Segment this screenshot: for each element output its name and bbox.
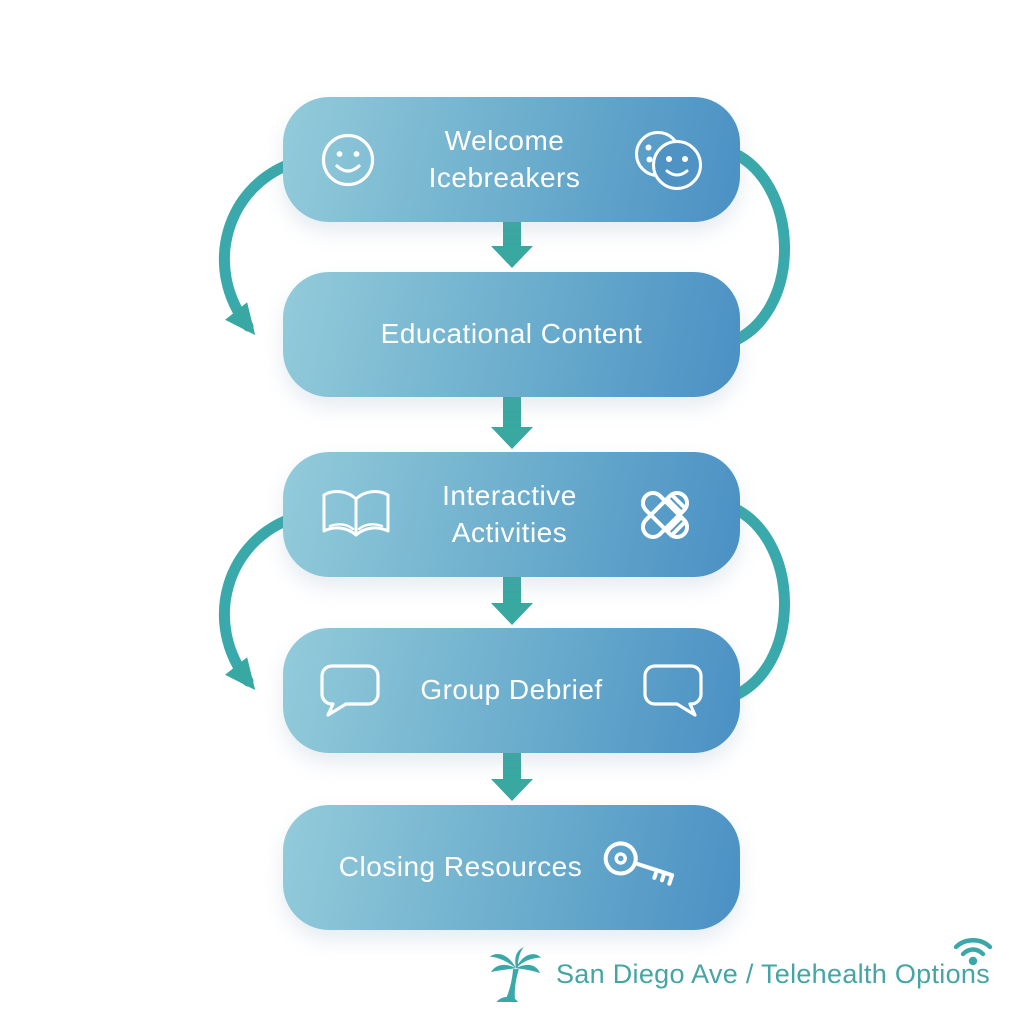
wifi-icon	[950, 931, 996, 972]
down-arrow-2	[491, 394, 533, 449]
step-label-line: Group Debrief	[420, 674, 603, 706]
loop-arc-right-2	[720, 499, 790, 705]
speech-bubble-right-icon	[642, 663, 704, 718]
down-arrow-3	[491, 574, 533, 625]
double-smiley-icon	[632, 127, 704, 193]
loop-arrow-left-2	[219, 511, 302, 691]
clasped-hands-icon	[626, 477, 704, 553]
key-icon	[598, 833, 684, 903]
step-label-line: Interactive	[442, 480, 577, 512]
step-label: Welcome Icebreakers	[377, 123, 632, 196]
step-label-line: Activities	[451, 516, 568, 548]
open-book-icon	[319, 486, 393, 544]
step-label-line: Welcome	[444, 125, 565, 157]
down-arrow-1	[491, 218, 533, 268]
step-welcome-icebreakers: Welcome Icebreakers	[283, 97, 740, 222]
step-label-line: Icebreakers	[428, 161, 581, 193]
smiley-icon	[319, 131, 377, 189]
footer-text: San Diego Ave / Telehealth Options	[556, 958, 990, 989]
step-label: Interactive Activities	[393, 478, 626, 551]
step-label: Closing Resources	[339, 849, 583, 885]
step-label-line: Educational Content	[380, 318, 643, 350]
step-group-debrief: Group Debrief	[283, 628, 740, 753]
loop-arc-right-1	[720, 144, 790, 350]
footer-text-wrap: San Diego Ave / Telehealth Options	[556, 937, 993, 990]
step-label: Group Debrief	[381, 672, 642, 708]
step-label: Educational Content	[319, 316, 704, 352]
step-closing-resources: Closing Resources	[283, 805, 740, 930]
footer-brand: San Diego Ave / Telehealth Options	[488, 937, 993, 1004]
step-label-line: Closing Resources	[338, 851, 583, 883]
step-educational-content: Educational Content	[283, 272, 740, 397]
down-arrow-4	[491, 749, 533, 801]
palm-tree-icon	[488, 944, 542, 1004]
step-interactive-activities: Interactive Activities	[283, 452, 740, 577]
speech-bubble-left-icon	[319, 663, 381, 718]
loop-arrow-left-1	[219, 156, 302, 336]
